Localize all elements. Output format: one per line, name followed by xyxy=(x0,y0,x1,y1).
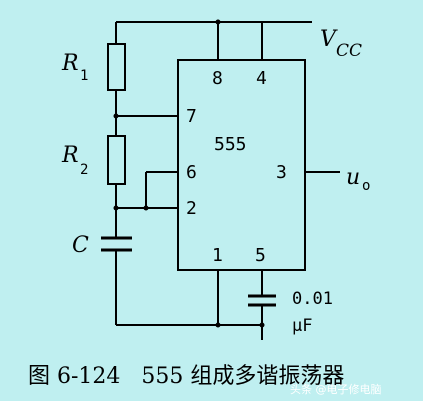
junction-gnd-pin1 xyxy=(215,322,221,328)
pin-6-label: 6 xyxy=(186,162,197,183)
resistor-r1 xyxy=(107,43,126,91)
c-label: C xyxy=(72,233,89,258)
pin-1-label: 1 xyxy=(212,245,223,266)
junction-pin6-pin2 xyxy=(143,205,149,211)
r2-sub-label: 2 xyxy=(80,162,88,178)
pin-7-label: 7 xyxy=(186,106,197,127)
pin-5-label: 5 xyxy=(255,245,266,266)
cap-unit-label: μF xyxy=(292,316,312,336)
output-label: u xyxy=(346,165,360,190)
r2-label: R xyxy=(61,143,79,168)
pin-8-label: 8 xyxy=(212,68,223,89)
pin-4-label: 4 xyxy=(256,68,267,89)
ic-name-label: 555 xyxy=(214,134,247,155)
cap-value-label: 0.01 xyxy=(292,289,333,309)
output-sub-label: o xyxy=(362,178,370,194)
watermark: 头条 @电子修电脑 xyxy=(290,382,382,396)
vcc-label: V xyxy=(320,27,338,52)
pin-2-label: 2 xyxy=(186,198,197,219)
r1-label: R xyxy=(61,51,79,76)
vcc-sub-label: CC xyxy=(336,41,362,61)
junction-pin2 xyxy=(113,205,119,211)
junction-pin7 xyxy=(113,113,119,119)
resistor-r2 xyxy=(107,135,126,185)
junction-pin8 xyxy=(215,19,221,25)
pin-3-label: 3 xyxy=(276,162,287,183)
junction-gnd-cap xyxy=(259,322,265,328)
ic-555-body xyxy=(177,59,306,271)
figure-caption: 图 6-124 555 组成多谐振荡器 xyxy=(28,364,344,389)
r1-sub-label: 1 xyxy=(80,68,88,84)
